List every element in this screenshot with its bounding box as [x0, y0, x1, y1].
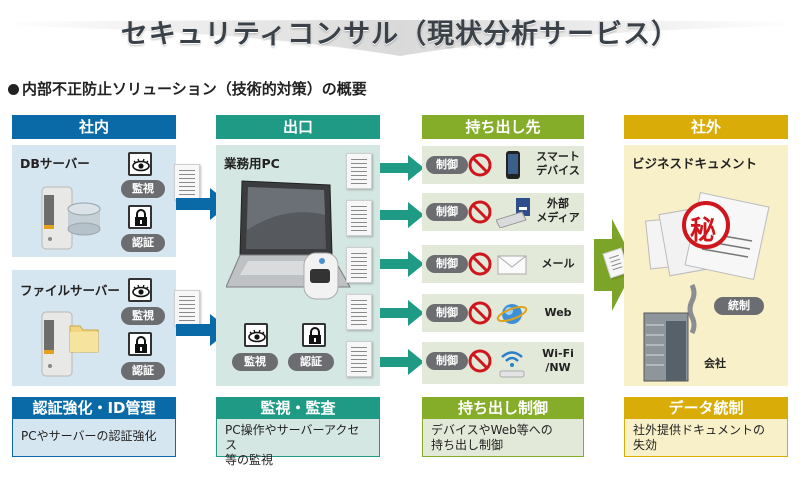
file-server-panel: ファイルサーバー 監視 認証: [12, 270, 176, 386]
secret-stamp: 秘: [690, 216, 717, 246]
document-icon: [346, 294, 372, 330]
flow-arrow-icon: [380, 155, 424, 181]
auth-badge: 認証: [121, 362, 165, 380]
lock-icon: [128, 332, 152, 356]
flow-arrow-icon: [380, 202, 424, 228]
destination-label: Wi-Fi/NW: [542, 347, 574, 374]
destination-row-web: 制御 Web: [422, 294, 584, 332]
summary-title-auth: 認証強化・ID管理: [12, 397, 176, 419]
summary-body-data-control: 社外提供ドキュメントの失効: [624, 419, 788, 457]
summary-title-data-control: データ統制: [624, 397, 788, 419]
control-badge: 制御: [426, 304, 468, 322]
summary-body-exfiltration: デバイスやWeb等への持ち出し制御: [422, 419, 584, 457]
mail-icon: [497, 255, 527, 275]
monitor-badge: 監視: [232, 353, 278, 371]
destination-label: Web: [544, 306, 572, 319]
auth-badge: 認証: [121, 234, 165, 252]
file-server-icon: [41, 311, 99, 377]
business-document-label: ビジネスドキュメント: [632, 156, 758, 171]
smartphone-icon: [506, 151, 520, 179]
lock-icon: [128, 205, 152, 229]
flow-arrow-icon: [380, 251, 424, 277]
destination-row-external-media: 制御 外部メディア: [422, 193, 584, 231]
monitor-badge: 監視: [121, 180, 165, 198]
monitor-badge: 監視: [121, 307, 165, 325]
header-external: 社外: [624, 115, 788, 139]
flow-arrow-icon: [380, 300, 424, 326]
secret-document-chain-company-icon: [643, 191, 770, 382]
destination-row-smart-device: 制御 スマートデバイス: [422, 146, 584, 184]
document-icon: [174, 164, 200, 200]
db-server-panel: DBサーバー 監視 認証: [12, 145, 176, 257]
destination-row-mail: 制御 メール: [422, 245, 584, 283]
business-pc-label: 業務用PC: [224, 156, 280, 171]
monitor-eye-icon: [244, 323, 268, 347]
document-icon: [346, 200, 372, 236]
usb-media-icon: [496, 198, 530, 228]
summary-body-auth: PCやサーバーの認証強化: [12, 419, 176, 457]
control-badge: 制御: [426, 352, 468, 370]
control-badge: 制御: [426, 156, 468, 174]
db-server-label: DBサーバー: [20, 156, 90, 171]
laptop-with-fingerprint-reader-icon: [226, 180, 351, 300]
summary-title-monitoring: 監視・監査: [216, 397, 380, 419]
auth-badge: 認証: [288, 353, 334, 371]
prohibited-icon: [468, 153, 492, 177]
banner-swoosh: [0, 20, 800, 56]
destination-label: スマートデバイス: [536, 150, 580, 177]
destination-label: メール: [541, 257, 575, 270]
prohibited-icon: [468, 252, 492, 276]
control-badge: 制御: [426, 203, 468, 221]
section-subtitle: 内部不正防止ソリューション（技術的対策）の概要: [8, 78, 367, 99]
document-icon: [346, 247, 372, 283]
monitor-eye-icon: [128, 152, 152, 176]
header-internal: 社内: [12, 115, 176, 139]
prohibited-icon: [468, 301, 492, 325]
company-label: 会社: [704, 357, 726, 370]
lock-icon: [302, 323, 326, 347]
summary-title-exfiltration: 持ち出し制御: [422, 397, 584, 419]
business-document-panel: ビジネスドキュメント 秘 統制 会社: [624, 145, 788, 386]
control-badge: 制御: [426, 255, 468, 273]
document-icon: [346, 341, 372, 377]
flow-arrow-icon: [380, 349, 424, 375]
destination-label: 外部メディア: [536, 197, 580, 224]
prohibited-icon: [468, 200, 492, 224]
document-icon: [346, 153, 372, 189]
subtitle-text: 内部不正防止ソリューション（技術的対策）の概要: [22, 80, 367, 98]
file-server-label: ファイルサーバー: [20, 283, 120, 298]
header-destination: 持ち出し先: [422, 115, 584, 139]
bullet-icon: [8, 84, 19, 95]
header-exit: 出口: [216, 115, 380, 139]
page-title: セキュリティコンサル（現状分析サービス）: [120, 19, 680, 50]
summary-body-monitoring: PC操作やサーバーアクセス等の監視: [216, 419, 380, 467]
control-badge: 統制: [714, 297, 764, 315]
wifi-icon: [499, 351, 525, 378]
monitor-eye-icon: [128, 278, 152, 302]
prohibited-icon: [468, 349, 492, 373]
web-globe-icon: [496, 304, 528, 324]
document-icon: [174, 290, 200, 326]
destination-row-wifi: 制御 Wi-Fi/NW: [422, 342, 584, 384]
db-server-icon: [41, 186, 101, 250]
title-banner: セキュリティコンサル（現状分析サービス）: [0, 0, 800, 60]
